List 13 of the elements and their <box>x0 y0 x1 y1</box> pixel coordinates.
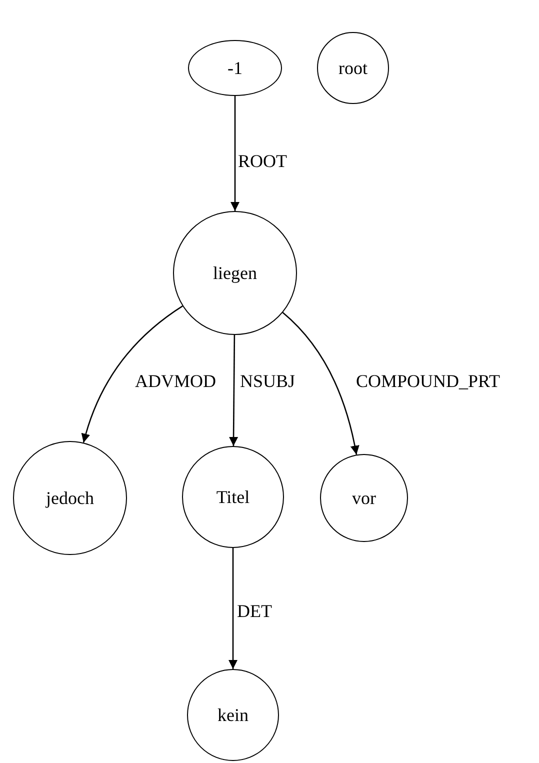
node-label: liegen <box>213 262 257 284</box>
node-label: Titel <box>216 486 250 508</box>
node-label: -1 <box>228 58 242 78</box>
node-label: kein <box>218 704 248 726</box>
arrow <box>229 335 238 446</box>
node-label: vor <box>352 488 376 508</box>
node-label: root <box>338 58 368 78</box>
arrow <box>282 312 360 455</box>
arrow <box>228 548 238 669</box>
edge-label: COMPOUND_PRT <box>356 372 500 392</box>
node-label: jedoch <box>46 488 94 508</box>
arrow <box>230 96 240 211</box>
arrow <box>82 306 183 443</box>
